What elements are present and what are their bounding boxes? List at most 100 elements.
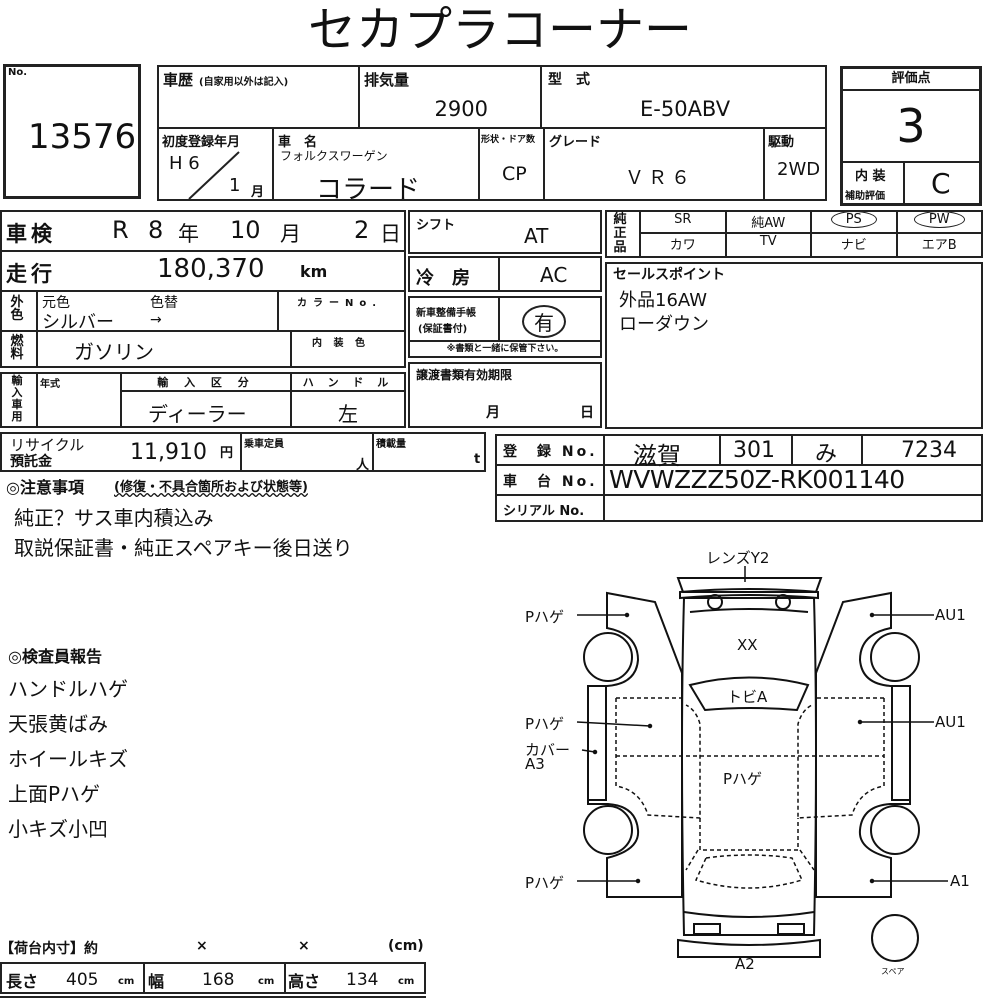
- right-front-wheel: [870, 632, 920, 682]
- genuine-parts-table: 純正品 SR 純AW PS PW カワ TV ナビ エアB: [605, 210, 983, 258]
- recycle-label-1: リサイクル: [10, 436, 85, 454]
- divider: [498, 258, 500, 290]
- recycle-value: 11,910: [130, 440, 207, 465]
- slash-divider: [188, 151, 240, 200]
- load-unit: t: [474, 452, 481, 467]
- inspector-line: ホイールキズ: [8, 747, 128, 771]
- fuel-value: ガソリン: [74, 340, 154, 364]
- model-code-cell: 型 式 E-50ABV: [540, 65, 827, 129]
- diagram-label-left-sill-grade: A3: [525, 755, 545, 773]
- exterior-change-label: 色替: [150, 295, 178, 311]
- grade-value: ＶＲ６: [625, 167, 695, 189]
- load-label: 積載量: [376, 439, 406, 450]
- taillight: [777, 923, 805, 935]
- inspector-line: 小キズ小凹: [8, 817, 108, 841]
- mileage-value: 180,370: [157, 254, 265, 284]
- registration-area: 滋賀: [633, 442, 681, 470]
- rear-bumper: [677, 938, 821, 958]
- ac-label: 冷 房: [416, 268, 470, 289]
- displacement-cell: 排気量 2900: [358, 65, 542, 129]
- car-name-cell: 車 名 フォルクスワーゲン コラード: [272, 127, 480, 205]
- recycle-label-2: 預託金: [10, 454, 52, 470]
- divider: [861, 436, 863, 464]
- recycle-unit: 円: [220, 446, 234, 461]
- history-label: 車歴: [163, 71, 194, 89]
- registration-label: 登 録 No.: [503, 444, 598, 460]
- lot-number-box: No. 13576: [3, 64, 141, 199]
- score-value: 3: [896, 99, 926, 153]
- exterior-change-value: →: [150, 312, 162, 328]
- service-book-label-2: (保証書付): [418, 324, 468, 335]
- body-doors-label: 形状・ドア数: [481, 135, 536, 145]
- inspection-year-unit: 年: [178, 222, 199, 246]
- exterior-orig-label: 元色: [42, 295, 70, 311]
- divider: [498, 298, 500, 340]
- hood-line: [689, 608, 809, 613]
- divider: [903, 163, 905, 203]
- car-maker: フォルクスワーゲン: [280, 149, 388, 163]
- height-unit: cm: [398, 976, 415, 987]
- sales-point-line: ローダウン: [619, 314, 709, 335]
- genuine-item-tv: TV: [724, 234, 811, 256]
- diagram-label-left-sill: カバー: [525, 741, 571, 759]
- first-registration-label: 初度登録年月: [162, 135, 241, 150]
- body-doors-value: CP: [502, 163, 527, 185]
- genuine-item-airbag: エアB: [895, 234, 982, 256]
- left-side-panel: [587, 591, 683, 898]
- right-sill: [891, 685, 911, 801]
- car-damage-diagram: [576, 566, 948, 962]
- diagram-label-right-front: AU1: [935, 606, 966, 624]
- diagram-label-roof: Pハゲ: [723, 770, 763, 788]
- genuine-item-text: カワ: [669, 238, 696, 253]
- inspector-label: ◎検査員報告: [8, 647, 102, 666]
- inspector-line: ハンドルハゲ: [8, 677, 128, 701]
- divider: [791, 436, 793, 464]
- chassis-value: WVWZZZ50Z-RK001140: [609, 465, 905, 494]
- ac-value: AC: [540, 263, 568, 287]
- score-label: 評価点: [843, 69, 979, 91]
- sales-point-line: 外品16AW: [619, 290, 708, 311]
- inspection-month: 10: [230, 216, 261, 244]
- capacity-unit: 人: [356, 458, 370, 473]
- genuine-item-text: 純AW: [751, 216, 786, 231]
- diagram-label-windshield: トビA: [727, 688, 768, 706]
- color-no-label: カラーNo.: [297, 298, 383, 309]
- length-unit: cm: [118, 976, 135, 987]
- displacement-label: 排気量: [364, 71, 410, 89]
- notes-line: 純正？サス車内積込み: [14, 506, 214, 530]
- notes-label: ◎注意事項: [6, 478, 84, 497]
- diagram-label-right-rear: A1: [950, 872, 970, 890]
- service-book-value: 有: [522, 305, 566, 338]
- transfer-docs-label: 譲渡書類有効期限: [416, 368, 513, 382]
- exterior-label: 外色: [10, 295, 24, 323]
- cargo-unit: (cm): [388, 938, 424, 954]
- mileage-unit: km: [300, 262, 328, 281]
- first-registration-month: 1: [229, 175, 241, 196]
- grade-label: グレード: [549, 135, 602, 150]
- registration-number: 7234: [901, 438, 957, 463]
- transfer-docs-cell: 譲渡書類有効期限 月 日: [408, 362, 602, 428]
- sales-points-box: セールスポイント 外品16AW ローダウン: [605, 262, 983, 429]
- genuine-item-text: エアB: [921, 238, 957, 253]
- diagram-label-lens: レンズY2: [706, 549, 770, 567]
- headlight: [775, 594, 791, 610]
- first-registration-cell: 初度登録年月 H 6 1 月: [157, 127, 274, 201]
- inspection-day: 2: [354, 216, 370, 244]
- first-registration-year: H 6: [169, 153, 200, 174]
- handle-label: ハ ン ド ル: [292, 374, 404, 392]
- length-label: 長さ: [6, 972, 39, 991]
- history-note: (自家用以外は記入): [199, 77, 289, 88]
- inspection-year: 8: [148, 216, 164, 244]
- shift-label: シフト: [416, 218, 456, 233]
- ac-cell: 冷 房 AC: [408, 256, 602, 292]
- fuel-row: 燃料 ガソリン 内 装 色: [0, 330, 406, 368]
- service-book-note: ※書類と一緒に保管下さい。: [410, 340, 600, 356]
- mileage-row: 走行 180,370 km: [0, 250, 406, 292]
- drive-label: 駆動: [768, 135, 795, 150]
- divider: [497, 464, 981, 466]
- width-unit: cm: [258, 976, 275, 987]
- height-label: 高さ: [288, 972, 321, 991]
- genuine-item-pw: PW: [895, 211, 981, 234]
- divider: [36, 332, 38, 366]
- cargo-x2: ×: [298, 938, 310, 954]
